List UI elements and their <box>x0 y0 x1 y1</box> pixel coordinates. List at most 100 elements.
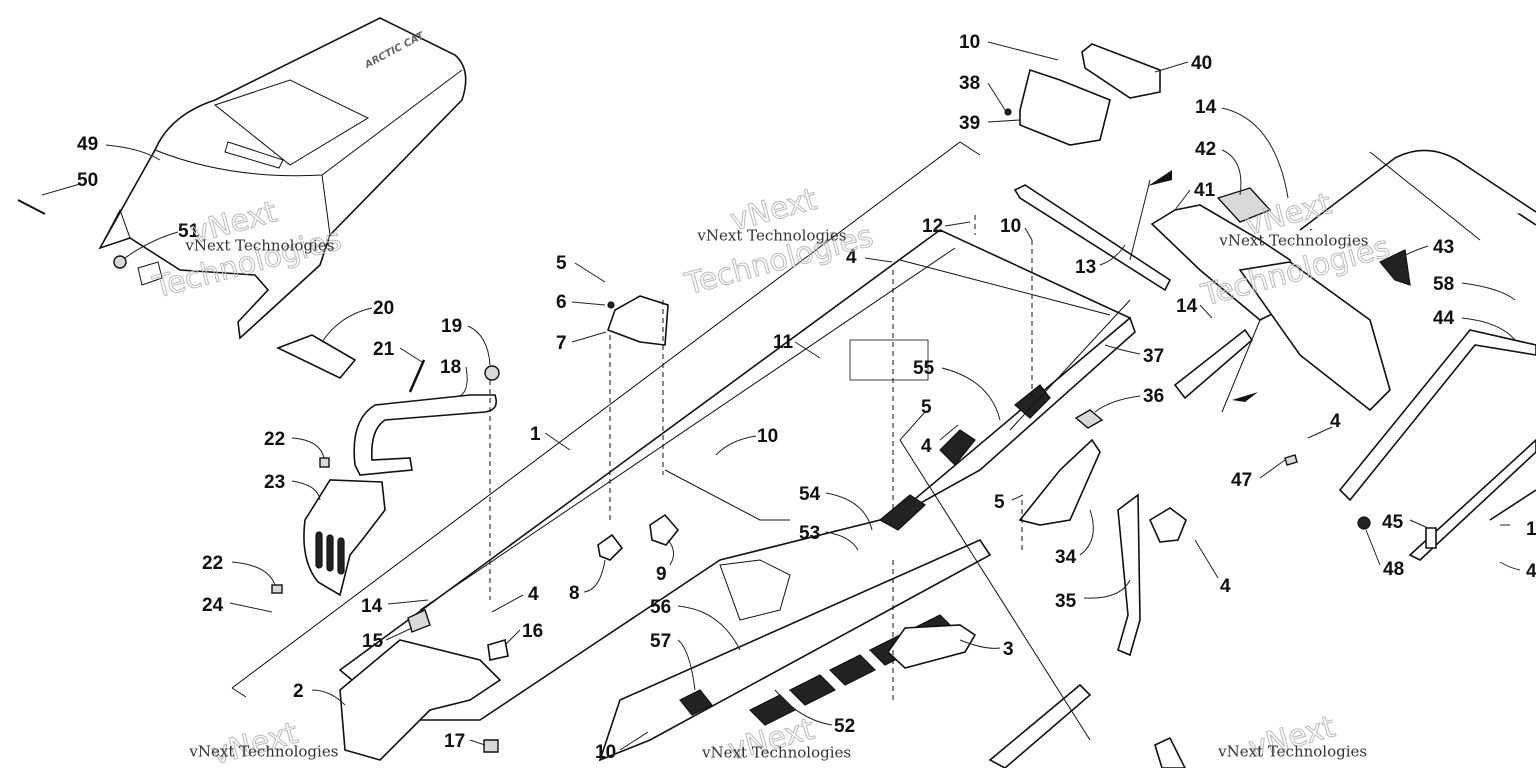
callout-4-far-right: 4 <box>1330 411 1341 432</box>
bracket-7 <box>606 295 669 346</box>
nut-22-upper <box>319 457 330 468</box>
callout-43: 43 <box>1433 237 1454 258</box>
callout-14-left: 14 <box>361 596 383 617</box>
callout-13: 13 <box>1075 257 1096 278</box>
callout-10-mid: 10 <box>757 426 778 447</box>
callout-51: 51 <box>178 221 200 242</box>
callout-2: 2 <box>293 681 304 702</box>
plate-3 <box>886 624 977 669</box>
bracket-23 <box>303 479 386 597</box>
callout-34: 34 <box>1055 547 1077 568</box>
callout-57: 57 <box>650 631 671 652</box>
callout-47: 47 <box>1231 470 1252 491</box>
direction-arrow-lower <box>1232 392 1258 402</box>
callout-20: 20 <box>373 298 394 319</box>
screw-50 <box>17 199 46 215</box>
heat-shield-20 <box>275 334 357 379</box>
callout-54: 54 <box>799 484 821 505</box>
callout-1: 1 <box>530 424 541 445</box>
callout-48: 48 <box>1383 559 1404 580</box>
nut-48 <box>1357 516 1371 530</box>
mount-8 <box>597 533 624 561</box>
bracket-39 <box>1019 68 1111 146</box>
bracket-36 <box>1074 409 1104 429</box>
alignment-lines <box>489 151 1481 741</box>
callout-52: 52 <box>834 716 855 737</box>
callout-49: 49 <box>77 134 98 155</box>
callout-45: 45 <box>1382 512 1404 533</box>
callout-15: 15 <box>362 631 384 652</box>
nut-6 <box>607 301 615 309</box>
callout-17: 17 <box>444 731 465 752</box>
strap-35 <box>1117 493 1141 657</box>
callout-37: 37 <box>1143 346 1164 367</box>
svg-text:vNext Technologies: vNext Technologies <box>696 226 846 244</box>
bolt-17 <box>483 739 499 753</box>
nut-22-lower <box>271 584 283 594</box>
svg-text:vNext Technologies: vNext Technologies <box>188 742 338 760</box>
callout-4-top: 4 <box>846 247 857 268</box>
callout-21: 21 <box>373 339 395 360</box>
spacer-19 <box>484 365 500 381</box>
callout-41: 41 <box>1194 180 1216 201</box>
front-bracket-15 <box>407 609 431 633</box>
slide-rail <box>988 683 1092 768</box>
svg-text:vNext Technologies: vNext Technologies <box>1218 231 1368 249</box>
callout-14-mid: 14 <box>1176 296 1198 317</box>
nut-38 <box>1004 108 1012 116</box>
callout-38: 38 <box>959 73 980 94</box>
callout-8: 8 <box>569 583 580 604</box>
snowflap-43 <box>1238 261 1391 412</box>
bracket-23-slots <box>315 531 345 575</box>
watermark-6: vNext vNext Technologies <box>1217 709 1367 767</box>
callout-4-left: 4 <box>528 584 539 605</box>
svg-text:vNext Technologies: vNext Technologies <box>701 744 851 762</box>
callout-42: 42 <box>1195 139 1216 160</box>
svg-text:vNext Technologies: vNext Technologies <box>1217 743 1367 761</box>
callout-24: 24 <box>202 595 224 616</box>
callout-3: 3 <box>1003 639 1014 660</box>
rear-bracket-lower <box>1154 736 1186 768</box>
bracket-34 <box>1018 438 1101 526</box>
callout-39: 39 <box>959 113 980 134</box>
callout-22-lower: 22 <box>202 553 223 574</box>
callout-35: 35 <box>1055 591 1077 612</box>
bracket-16 <box>487 638 509 661</box>
callout-40: 40 <box>1191 53 1212 74</box>
reflector-43b <box>1379 249 1411 286</box>
callout-16: 16 <box>522 621 543 642</box>
callout-7: 7 <box>556 333 567 354</box>
grommet-51 <box>113 255 127 269</box>
callout-23: 23 <box>264 472 285 493</box>
callout-5-mid: 5 <box>921 397 932 418</box>
callout-9: 9 <box>656 564 667 585</box>
callout-22-upper: 22 <box>264 429 285 450</box>
svg-text:vNext Technologies: vNext Technologies <box>184 236 334 254</box>
callout-6: 6 <box>556 292 567 313</box>
callout-50: 50 <box>77 170 98 191</box>
callout-36: 36 <box>1143 386 1164 407</box>
seat-assembly: ARCTIC CAT <box>98 17 467 340</box>
bolt-47 <box>1284 454 1298 466</box>
tunnel-side-37 <box>878 316 1136 531</box>
bracket-40 <box>1081 43 1161 99</box>
callout-10-upper: 10 <box>1000 216 1021 237</box>
rail-13 <box>1013 184 1172 292</box>
grab-bar-18 <box>353 394 498 476</box>
bolt-45 <box>1425 527 1437 549</box>
callout-5-top: 5 <box>556 253 567 274</box>
callout-55: 55 <box>913 358 935 379</box>
rail-14 <box>1173 328 1254 400</box>
callout-18: 18 <box>440 357 461 378</box>
callout-4-right: 4 <box>1220 576 1231 597</box>
callout-1-right: 1 <box>1526 519 1536 540</box>
callout-4-mid: 4 <box>921 436 932 457</box>
callout-10-top: 10 <box>959 32 980 53</box>
callout-44: 44 <box>1433 308 1455 329</box>
callout-14-top: 14 <box>1195 97 1217 118</box>
mount-9 <box>649 513 680 546</box>
callout-58: 58 <box>1433 274 1454 295</box>
reflector-42 <box>1216 187 1272 223</box>
callout-11: 11 <box>773 332 794 353</box>
